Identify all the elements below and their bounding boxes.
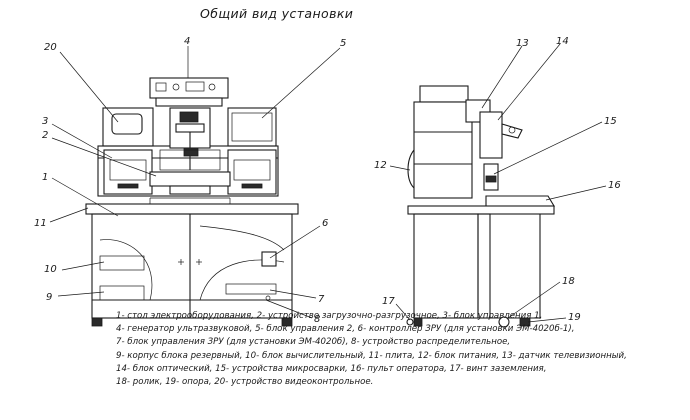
- legend-line: 7- блок управления ЗРУ (для установки ЭМ…: [116, 337, 511, 348]
- legend-line: 14- блок оптический, 15- устройства микр…: [116, 363, 547, 374]
- callout-1: 1: [42, 172, 48, 183]
- top-plate: [85, 203, 299, 215]
- callout-6: 6: [322, 218, 328, 229]
- equipment-table: [91, 213, 293, 319]
- power-supply-unit: [407, 149, 415, 189]
- operator-panel: [485, 195, 555, 207]
- callout-9: 9: [46, 292, 52, 303]
- callout-13: 13: [516, 38, 529, 49]
- callout-16: 16: [608, 180, 621, 191]
- callout-18: 18: [562, 276, 575, 287]
- zru-controller: [261, 251, 277, 267]
- callout-14: 14: [556, 36, 569, 47]
- callout-19: 19: [568, 312, 581, 323]
- parts-legend: 1- стол электрооборудования, 2- устройст…: [116, 310, 686, 389]
- legend-line: 18- ролик, 19- опора, 20- устройство вид…: [116, 377, 374, 388]
- callout-11: 11: [34, 218, 47, 229]
- roller: [498, 316, 510, 328]
- drawing-title: Общий вид установки: [200, 6, 354, 21]
- grounding-screw: [406, 318, 414, 326]
- callout-2: 2: [42, 130, 48, 141]
- callout-12: 12: [374, 160, 387, 171]
- legend-line: 4- генератор ультразвуковой, 5- блок упр…: [116, 324, 575, 335]
- legend-line: 1- стол электрооборудования, 2- устройст…: [116, 311, 543, 321]
- callout-5: 5: [340, 38, 346, 49]
- reserve-unit-case: [99, 285, 145, 301]
- callout-7: 7: [318, 294, 325, 305]
- callout-3: 3: [42, 116, 48, 127]
- callout-20: 20: [44, 42, 57, 53]
- side-view: [406, 85, 555, 328]
- callout-10: 10: [44, 264, 57, 275]
- zru-control-unit: [225, 283, 277, 295]
- callout-15: 15: [604, 116, 617, 127]
- control-unit-2: [227, 107, 277, 147]
- callout-numbers: 20 4 5 3 2 1 11 10 9 6 7 8 12 13 14 15 1…: [34, 36, 621, 325]
- legend-line: 9- корпус блока резервный, 10- блок вычи…: [116, 350, 627, 361]
- callout-4: 4: [184, 36, 190, 47]
- computing-unit: [99, 255, 145, 271]
- callout-17: 17: [382, 296, 395, 307]
- loading-device: [149, 171, 231, 187]
- ultrasonic-generator: [149, 77, 229, 99]
- front-view: [85, 77, 299, 327]
- optical-unit: [479, 111, 503, 159]
- callout-8: 8: [314, 314, 320, 325]
- leader-lines: [49, 43, 607, 323]
